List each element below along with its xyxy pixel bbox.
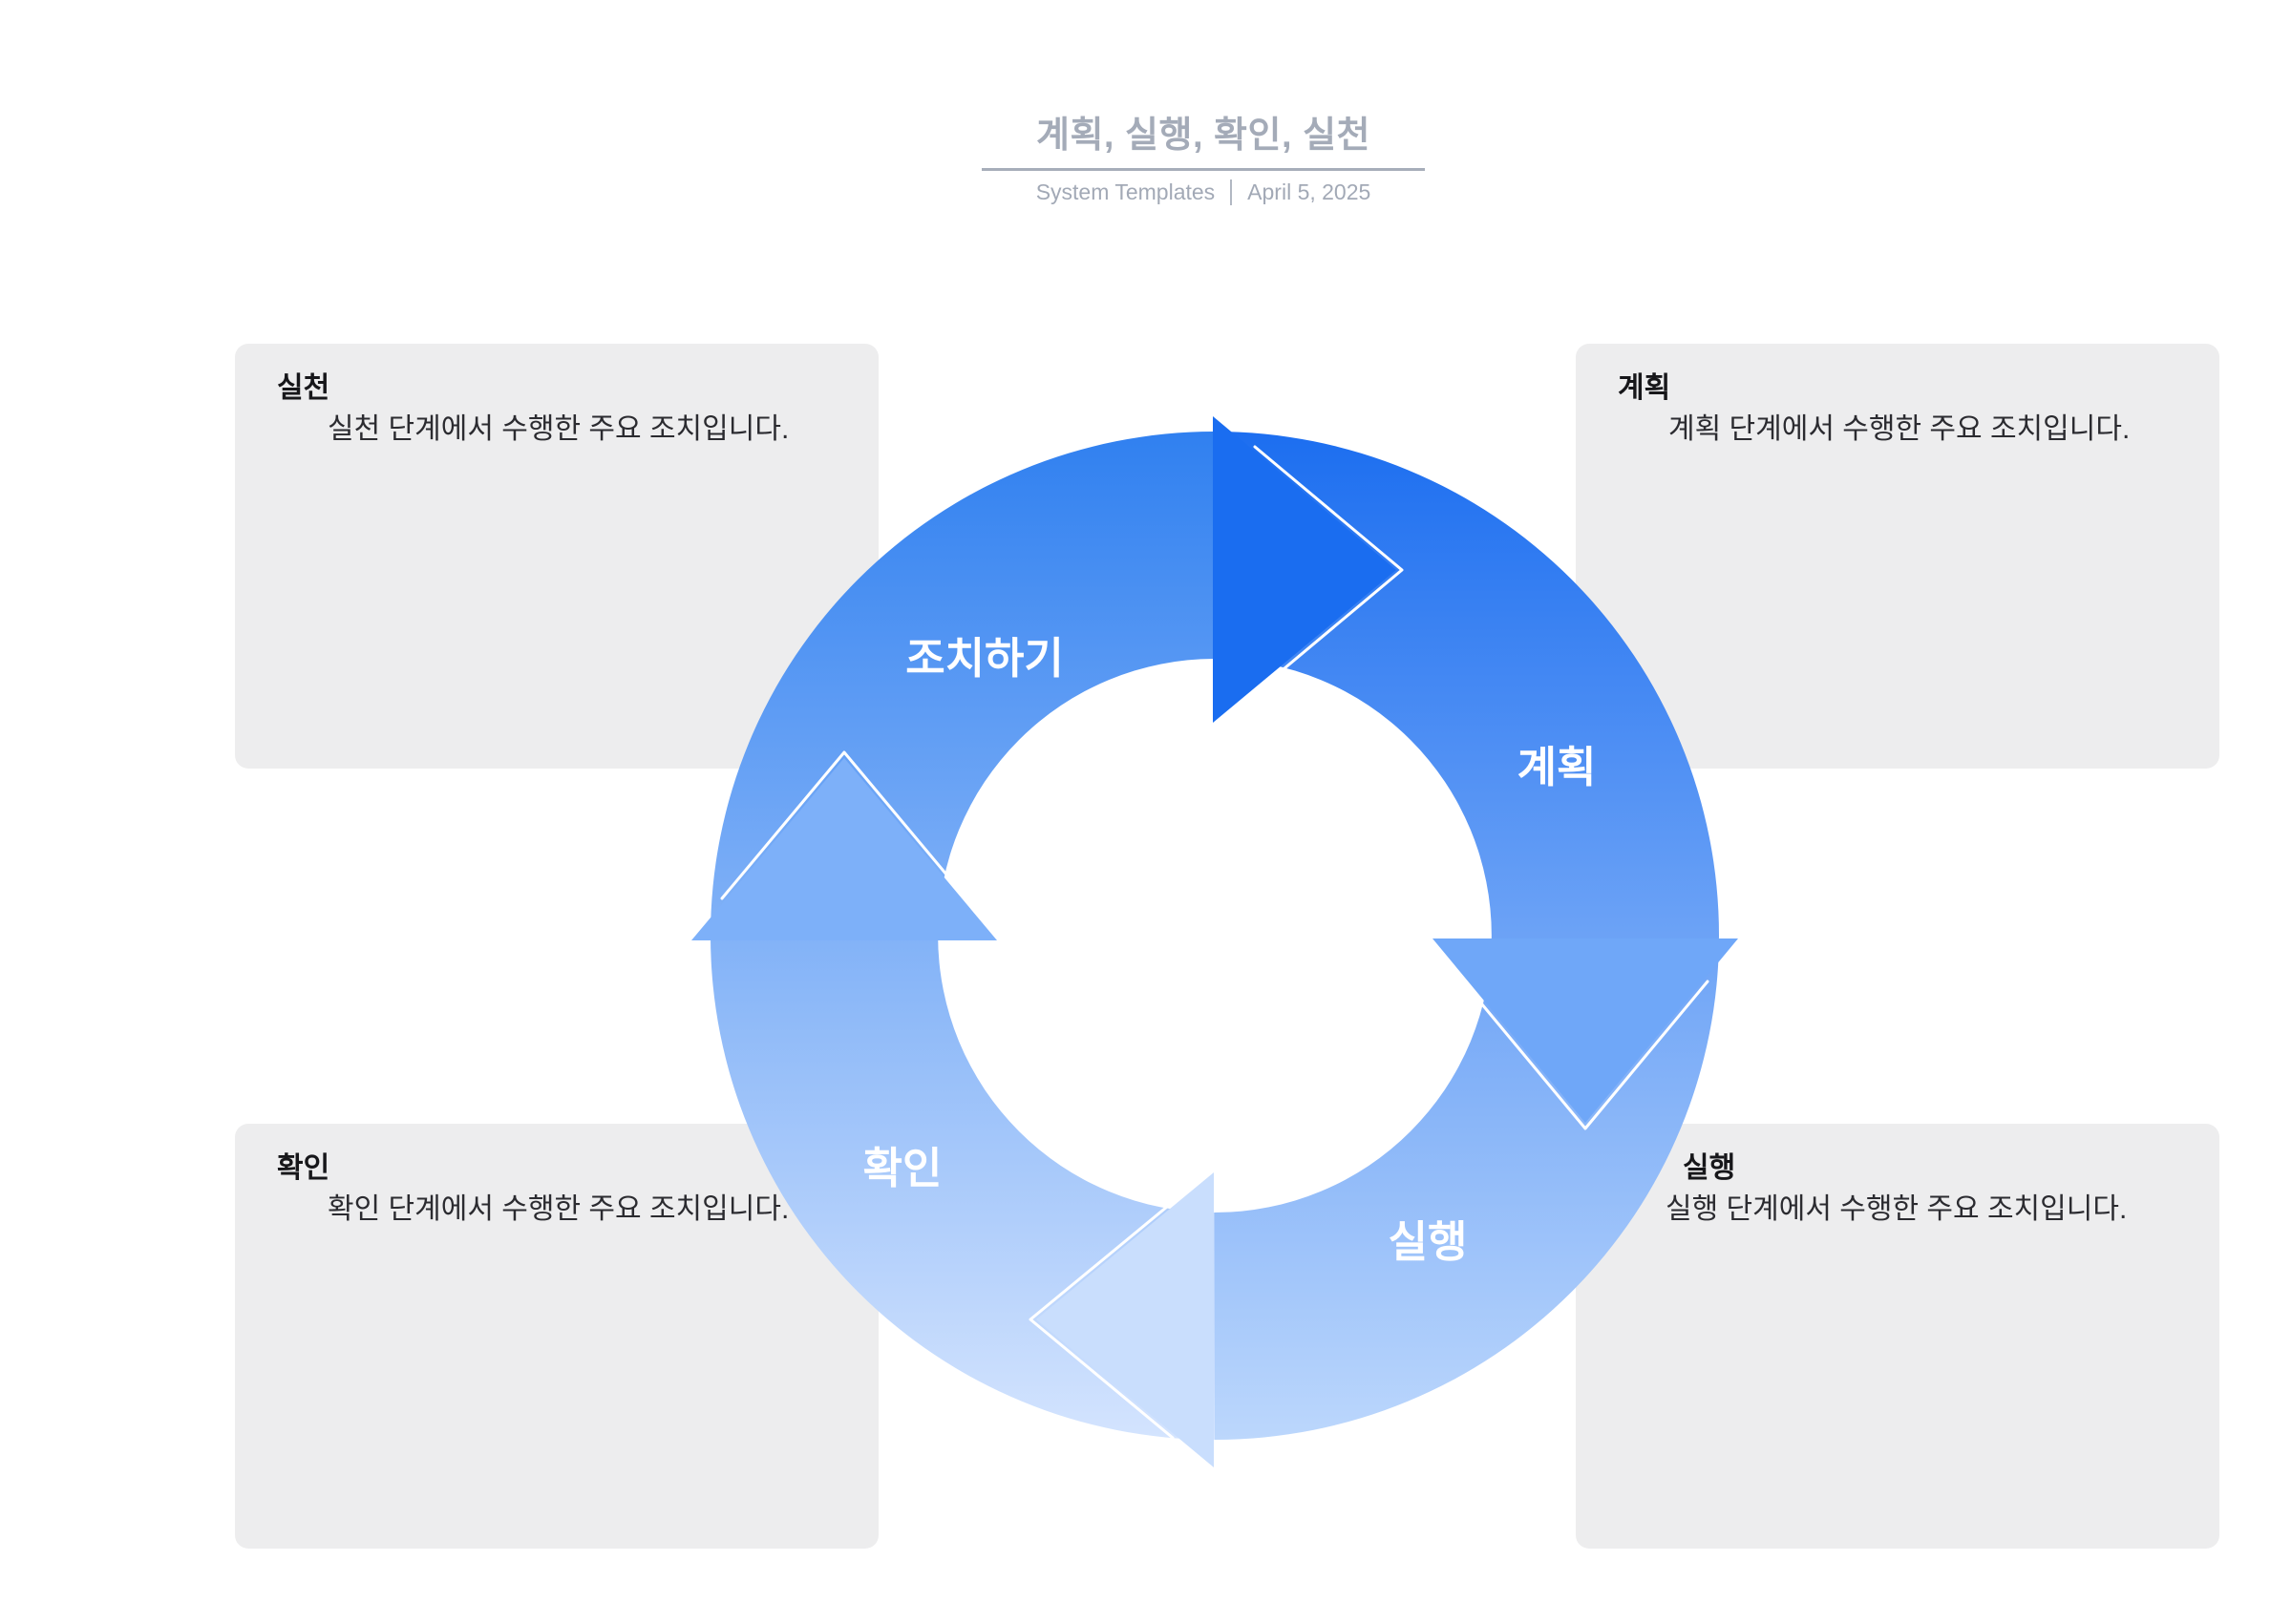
note-box-bottom-left: 확인 확인 단계에서 수행한 주요 조치입니다.	[235, 1124, 879, 1549]
slide-title: 계획, 실행, 확인, 실천	[982, 115, 1425, 171]
cycle-label-act: 조치하기	[905, 634, 1064, 683]
subtitle-divider	[1230, 179, 1233, 205]
cycle-arrow-chevron-bottom	[1029, 1200, 1175, 1440]
cycle-arrow-chevron-left	[720, 750, 968, 900]
note-box-title: 실행	[1683, 1152, 1736, 1184]
ring-right-half	[1215, 432, 1719, 1440]
note-box-body: 실천 단계에서 수행한 주요 조치입니다.	[328, 413, 790, 445]
subtitle-source: System Templates	[1035, 179, 1216, 204]
cycle-arrow-left	[691, 758, 997, 940]
cycle-arrow-top	[1213, 416, 1396, 723]
cycle-arrow-chevron-right	[1461, 980, 1709, 1130]
cycle-arrow-bottom	[1036, 1172, 1214, 1467]
note-box-body: 확인 단계에서 수행한 주요 조치입니다.	[328, 1193, 790, 1225]
cycle-label-check: 확인	[863, 1144, 943, 1192]
note-box-top-right: 계획 계획 단계에서 수행한 주요 조치입니다.	[1576, 344, 2219, 769]
note-box-title: 계획	[1618, 372, 1671, 404]
title-block: 계획, 실행, 확인, 실천 System Templates April 5,…	[982, 115, 1425, 205]
note-box-body: 실행 단계에서 수행한 주요 조치입니다.	[1666, 1193, 2128, 1225]
note-box-bottom-right: 실행 실행 단계에서 수행한 주요 조치입니다.	[1576, 1124, 2219, 1549]
note-box-title: 확인	[277, 1152, 330, 1184]
cycle-label-do: 실행	[1389, 1217, 1468, 1266]
cycle-arrow-chevron-top	[1253, 445, 1404, 695]
cycle-arrow-right	[1432, 939, 1738, 1123]
subtitle-date: April 5, 2025	[1247, 179, 1371, 204]
ring-left-half	[711, 432, 1215, 1440]
note-box-body: 계획 단계에서 수행한 주요 조치입니다.	[1668, 413, 2131, 445]
cycle-label-plan: 계획	[1517, 743, 1597, 791]
note-box-title: 실천	[277, 372, 330, 404]
subtitle: System Templates April 5, 2025	[982, 179, 1425, 205]
